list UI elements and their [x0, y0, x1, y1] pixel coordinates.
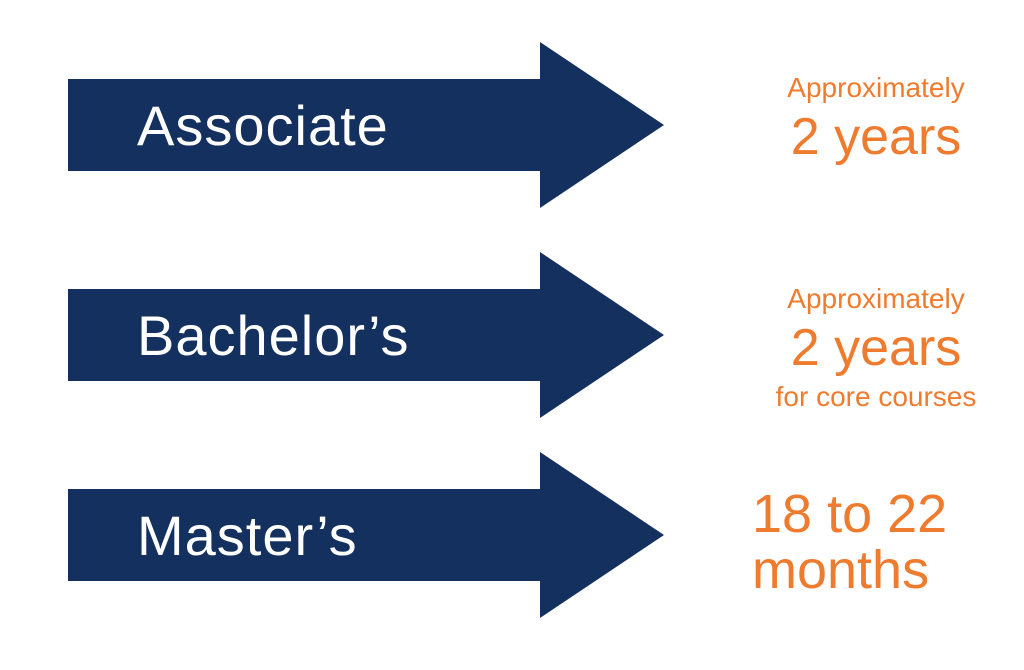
duration-note: for core courses: [775, 381, 977, 412]
duration-block-masters: 18 to 22 months: [752, 486, 1014, 598]
duration-qualifier: Approximately: [787, 283, 965, 314]
arrow-right-shape: [68, 452, 664, 618]
duration-value-unit: months: [752, 540, 930, 600]
degree-label-masters: Master’s: [137, 503, 358, 567]
duration-block-associate: Approximately 2 years: [740, 70, 1012, 168]
duration-value: 18 to 22: [752, 484, 948, 544]
duration-block-bachelors: Approximately 2 years for core courses: [740, 281, 1012, 415]
duration-value: 2 years: [790, 319, 962, 377]
arrow-right-icon-masters: Master’s: [68, 452, 664, 618]
arrow-right-icon-associate: Associate: [68, 42, 664, 208]
degree-label-bachelors: Bachelor’s: [137, 303, 410, 367]
duration-value: 2 years: [790, 108, 962, 166]
arrow-right-shape: [68, 252, 664, 418]
degree-label-associate: Associate: [137, 93, 389, 157]
duration-qualifier: Approximately: [787, 72, 965, 103]
arrow-right-icon-bachelors: Bachelor’s: [68, 252, 664, 418]
arrow-right-shape: [68, 42, 664, 208]
